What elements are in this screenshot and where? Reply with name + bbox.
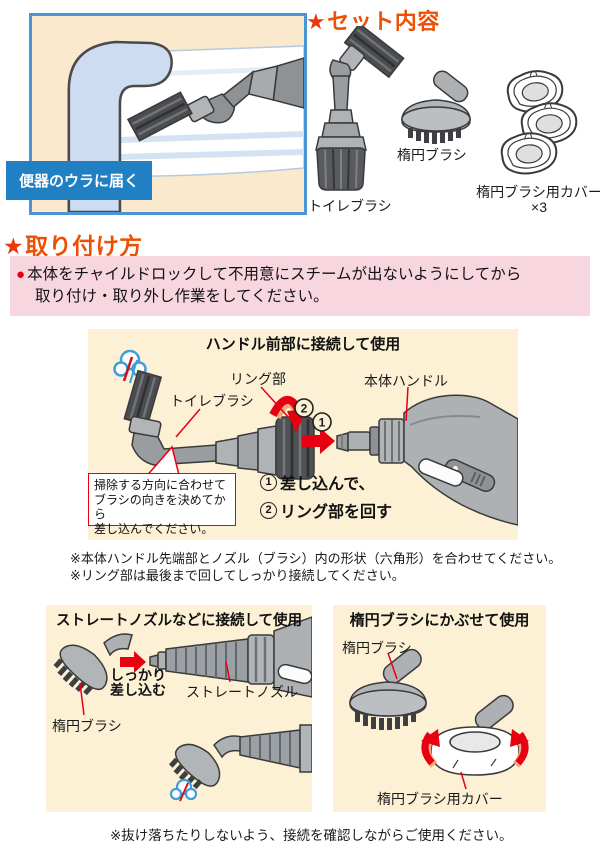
note-1: ※本体ハンドル先端部とノズル（ブラシ）内の形状（六角形）を合わせてください。 [70,551,562,566]
star-icon: ★ [3,233,25,259]
warning-banner: ●本体をチャイルドロックして不用意にスチームが出ないようにしてから 取り付け・取… [10,256,590,316]
steam-icon [113,349,147,384]
ring-part-label: リング部 [230,371,286,387]
hero-caption: 便器のウラに届く [6,161,153,200]
oval-brush-item-illustration [401,70,471,144]
pointer-lines [387,652,467,790]
insert-arrow-icon [302,428,335,454]
oval-brush-diagram-label: 楕円ブラシ [342,640,412,656]
brush-covers-illustration [499,66,580,177]
pointer-lines [175,386,409,438]
toilet-brush-diagram [123,369,315,480]
oval-brush-label: 楕円ブラシ [397,147,467,163]
usage-note: ※抜け落ちたりしないよう、接続を確認しながらご使用ください。 [110,828,513,843]
assembled-brush-nozzle [168,724,312,790]
handle-connection-diagram: 2 1 [113,349,518,526]
set-contents-title: ★セット内容 [306,9,440,34]
warning-line-2: 取り付け・取り外し作業をしてください。 [35,288,329,305]
attachment-notes: ※本体ハンドル先端部とノズル（ブラシ）内の形状（六角形）を合わせてください。 ※… [70,551,561,584]
straight-panel-title: ストレートノズルなどに接続して使用 [55,613,303,629]
steam-icon [169,778,198,802]
straight-nozzle-with-handle [149,616,312,698]
toilet-brush-diagram-label: トイレブラシ [170,393,254,409]
cover-panel-title: 楕円ブラシにかぶせて使用 [349,612,530,629]
diagram-step-2: 2 [294,398,314,418]
handle-panel-title: ハンドル前部に接続して使用 [205,336,401,353]
main-unit-handle-label: 本体ハンドル [364,373,448,389]
oval-brush-diagram [53,633,133,696]
direction-callout: 掃除する方向に合わせて ブラシの向きを決めてから 差し込んでください。 [88,473,236,536]
svg-text:1: 1 [319,416,326,430]
insert-arrow-icon [120,651,146,673]
rotate-arrow-icon [510,729,529,768]
toilet-brush-in-bowl [126,57,304,142]
push-firmly-label: しっかり 差し込む [110,667,166,698]
oval-brush-diagram [349,648,427,730]
main-unit-handle-diagram [336,394,518,526]
diagram-step-1: 1 [312,412,332,432]
brush-cover-panel: 楕円ブラシにかぶせて使用 楕円ブラシ 楕円ブラシ用カバー [333,605,546,812]
handle-trigger [418,458,464,487]
brush-cover-diagram-label: 楕円ブラシ用カバー [377,791,503,807]
oval-brush-diagram-label: 楕円ブラシ [52,718,122,734]
straight-nozzle-diagram [53,616,312,802]
cover-assembly-diagram [430,694,520,776]
attach-title: ★取り付け方 [3,233,143,259]
note-2: ※リング部は最後まで回してしっかり接続してください。 [70,567,405,583]
straight-nozzle-label: ストレートノズル [186,684,298,700]
star-icon: ★ [306,9,327,34]
straight-nozzle-panel: ストレートノズルなどに接続して使用 しっかり 差し込む 楕円ブラシ ストレートノ… [46,605,312,812]
toilet-brush-label: トイレブラシ [308,198,392,214]
brush-cover-label: 楕円ブラシ用カバー ×3 [474,185,600,215]
warning-line-1: ●本体をチャイルドロックして不用意にスチームが出ないようにしてから [16,266,522,283]
rotate-arrow-icon [421,729,440,768]
pointer-lines [79,661,231,716]
toilet-brush-item-illustration [315,26,405,191]
bullet-icon: ● [16,266,26,283]
svg-text:2: 2 [301,402,308,416]
handle-connection-panel: 2 1 [88,329,518,540]
brush-cover-diagram [349,648,529,790]
brush-cover-count: ×3 [531,199,547,215]
